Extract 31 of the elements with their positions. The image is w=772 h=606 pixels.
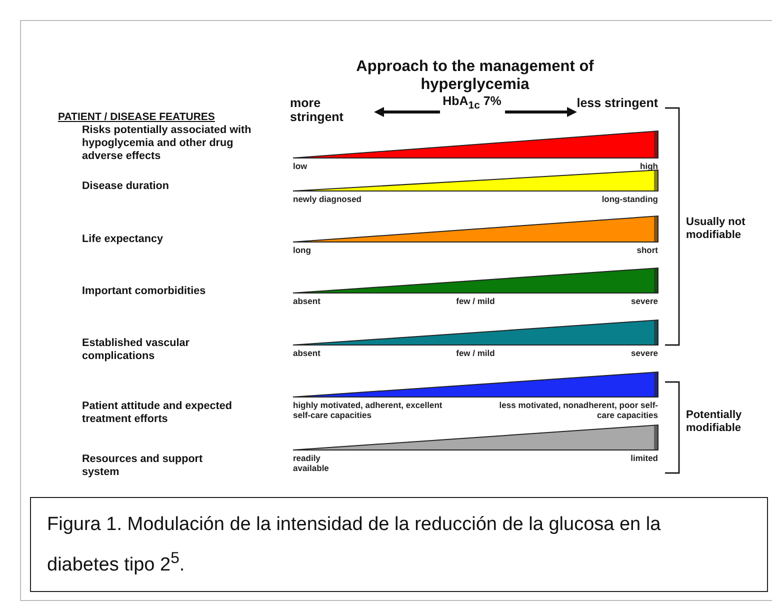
feature-label: Important comorbidities [82,285,207,298]
scale-end-label: less motivated, nonadherent, poor self-care capacities [498,400,658,420]
feature-label: Established vascular complications [82,337,190,363]
scale-end-label: less stringent [576,96,658,110]
group-label: Usually not modifiable [686,216,746,242]
scale-end-label: few / mild [455,296,496,306]
group-label: Potentially modifiable [686,409,743,435]
figure-caption: Figura 1. Modulación de la intensidad de la reducción de la glucosa en la diabetes tipo 2$^{5}$. [30,497,768,592]
scale-end-label: severe [631,348,658,358]
target-value-label: HbA$_{1c}$ 7% [442,94,502,114]
scale-end-label: severe [631,296,658,306]
feature-label: Risks potentially associated with hypoglycemia and other drug adverse effects [82,124,252,163]
scale-end-label: absent [293,348,320,358]
scale-end-label: more stringent [290,96,344,124]
scale-end-label: highly motivated, adherent, excellent self-care capacities [293,400,444,420]
feature-label: Patient attitude and expected treatment efforts [82,400,233,426]
chart-title: Approach to the management of hyperglycemia [355,58,595,94]
scale-end-label: newly diagnosed [293,194,362,204]
section-heading: PATIENT / DISEASE FEATURES [58,111,216,124]
scale-end-label: few / mild [455,348,496,358]
scale-end-label: absent [293,296,320,306]
scale-end-label: high [640,161,658,171]
scale-end-label: low [293,161,308,171]
scale-end-label: short [636,245,658,255]
feature-label: Disease duration [82,180,170,193]
feature-label: Life expectancy [82,233,164,246]
scale-end-label: long [293,245,311,255]
scale-end-label: limited [630,453,658,463]
scale-end-label: long-standing [602,194,658,204]
scale-end-label: readily available [293,453,330,473]
feature-label: Resources and support system [82,453,204,479]
